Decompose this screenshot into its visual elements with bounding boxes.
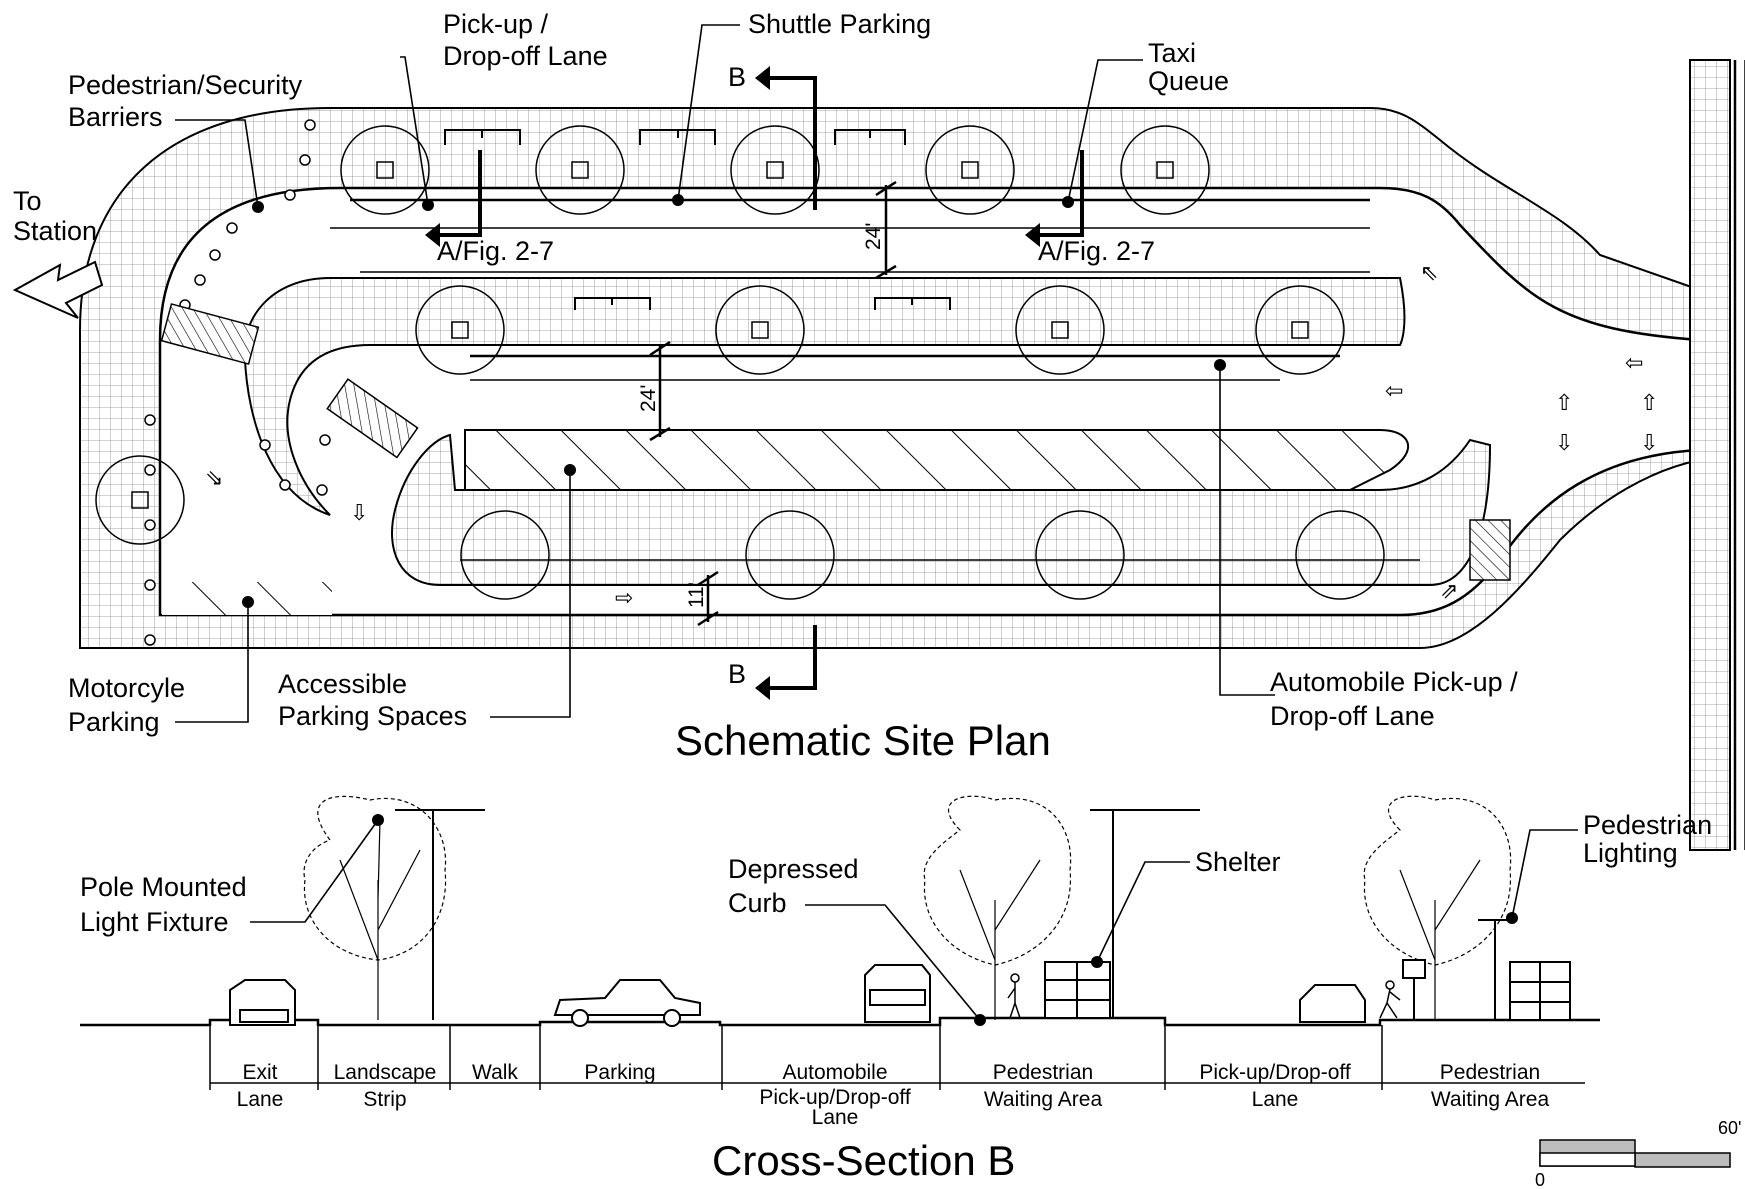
dimension-24-lower: 24' — [637, 385, 660, 412]
callout-automobile-lane: Automobile Pick-up / Drop-off Lane — [1270, 667, 1518, 731]
section-dividers — [209, 1025, 1585, 1090]
pedestrian-figures — [1007, 973, 1401, 1019]
svg-text:Depressed: Depressed — [728, 854, 859, 884]
svg-text:⇩: ⇩ — [350, 500, 368, 525]
svg-text:To: To — [13, 186, 42, 216]
to-station-arrow — [12, 260, 104, 319]
svg-text:⇗: ⇗ — [1440, 578, 1458, 603]
svg-text:Pick-up /: Pick-up / — [443, 9, 549, 39]
svg-text:Automobile Pick-up /: Automobile Pick-up / — [1270, 667, 1518, 697]
cross-street — [1689, 59, 1731, 851]
svg-text:⇩: ⇩ — [1555, 430, 1573, 455]
svg-text:Parking Spaces: Parking Spaces — [278, 701, 467, 731]
callout-to-station: To Station — [13, 186, 97, 246]
svg-text:Lighting: Lighting — [1583, 838, 1678, 868]
scale-end: 60' — [1718, 1118, 1741, 1138]
shelters — [444, 129, 951, 310]
dimension-lines — [649, 180, 897, 627]
section-b-label-bottom: B — [728, 659, 746, 689]
svg-text:Queue: Queue — [1148, 66, 1229, 96]
shelters-elevation — [1044, 959, 1571, 1021]
scale-start: 0 — [1535, 1170, 1545, 1189]
callout-shelter: Shelter — [1195, 847, 1281, 877]
light-poles — [395, 809, 1510, 1020]
section-b-label-top: B — [728, 62, 746, 92]
callout-taxi-queue: Taxi Queue — [1148, 38, 1229, 96]
callout-pedestrian-lighting: Pedestrian Lighting — [1583, 810, 1712, 868]
cross-section: Pole Mounted Light Fixture Depressed Cur… — [80, 795, 1712, 1184]
svg-text:Barriers: Barriers — [68, 102, 163, 132]
svg-text:Landscape: Landscape — [334, 1061, 437, 1084]
svg-text:Pole Mounted: Pole Mounted — [80, 872, 247, 902]
svg-text:Accessible: Accessible — [278, 669, 407, 699]
section-b-cut-line — [755, 66, 817, 700]
crosswalks — [160, 303, 1511, 581]
svg-text:Strip: Strip — [363, 1088, 406, 1111]
cross-section-title: Cross-Section B — [712, 1137, 1015, 1184]
callout-depressed-curb: Depressed Curb — [728, 854, 859, 918]
svg-text:Lane: Lane — [1252, 1088, 1299, 1111]
svg-text:Lane: Lane — [237, 1088, 284, 1111]
section-leaders — [250, 814, 1578, 1026]
svg-text:Pedestrian: Pedestrian — [1583, 810, 1712, 840]
dimension-24-upper: 24' — [862, 223, 885, 250]
segment-labels: Exit Lane Landscape Strip Walk Parking A… — [237, 1061, 1550, 1129]
svg-text:Pedestrian: Pedestrian — [993, 1061, 1093, 1084]
svg-text:Station: Station — [13, 216, 97, 246]
vehicles — [229, 964, 1366, 1027]
site-plan-title: Schematic Site Plan — [675, 717, 1051, 764]
svg-text:Exit: Exit — [242, 1061, 277, 1084]
svg-text:Pedestrian: Pedestrian — [1440, 1061, 1540, 1084]
svg-text:Light Fixture: Light Fixture — [80, 907, 229, 937]
svg-text:Walk: Walk — [472, 1061, 518, 1084]
svg-text:Pedestrian/Security: Pedestrian/Security — [68, 70, 303, 100]
svg-text:Parking: Parking — [584, 1061, 655, 1084]
svg-text:⇨: ⇨ — [615, 585, 633, 610]
trees — [95, 125, 1385, 600]
svg-text:Motorcyle: Motorcyle — [68, 673, 185, 703]
svg-text:Curb: Curb — [728, 888, 787, 918]
callout-shuttle-parking: Shuttle Parking — [748, 9, 931, 39]
callout-pedestrian-barriers: Pedestrian/Security Barriers — [68, 70, 303, 132]
svg-text:⇧: ⇧ — [1555, 390, 1573, 415]
site-plan: ⇖ ⇦ ⇦ ⇧ ⇧ ⇩ ⇩ ⇘ ⇩ ⇨ ⇗ — [12, 9, 1745, 851]
svg-text:Lane: Lane — [812, 1106, 859, 1129]
callout-pole-light: Pole Mounted Light Fixture — [80, 872, 247, 937]
accessible-parking-area — [464, 429, 1410, 491]
svg-text:Automobile: Automobile — [782, 1061, 887, 1084]
svg-text:Waiting Area: Waiting Area — [1431, 1088, 1550, 1111]
svg-text:Taxi: Taxi — [1148, 38, 1196, 68]
svg-text:Drop-off Lane: Drop-off Lane — [443, 41, 608, 71]
fig-a-label-right: A/Fig. 2-7 — [1038, 236, 1155, 266]
trees-elevation — [303, 795, 1512, 1020]
section-a-cut-lines — [425, 150, 1084, 247]
site-leaders — [175, 24, 1275, 723]
svg-text:⇖: ⇖ — [1420, 260, 1438, 285]
svg-text:Waiting Area: Waiting Area — [984, 1088, 1103, 1111]
callout-motorcycle-parking: Motorcyle Parking — [68, 673, 185, 737]
svg-text:Drop-off Lane: Drop-off Lane — [1270, 701, 1435, 731]
callout-pickup-lane: Pick-up / Drop-off Lane — [443, 9, 608, 71]
svg-text:Pick-up/Drop-off: Pick-up/Drop-off — [1199, 1061, 1351, 1084]
callout-accessible-parking: Accessible Parking Spaces — [278, 669, 467, 731]
bottom-island — [391, 433, 1492, 586]
svg-text:Parking: Parking — [68, 707, 160, 737]
svg-text:⇦: ⇦ — [1385, 378, 1403, 403]
svg-text:Pick-up/Drop-off: Pick-up/Drop-off — [759, 1086, 911, 1109]
svg-text:⇧: ⇧ — [1640, 390, 1658, 415]
fig-a-label-left: A/Fig. 2-7 — [437, 236, 554, 266]
direction-arrows: ⇖ ⇦ ⇦ ⇧ ⇧ ⇩ ⇩ ⇘ ⇩ ⇨ ⇗ — [205, 260, 1658, 610]
svg-text:⇩: ⇩ — [1640, 430, 1658, 455]
svg-text:⇦: ⇦ — [1625, 350, 1643, 375]
svg-text:⇘: ⇘ — [205, 465, 223, 490]
scale-bar: 0 60' — [1535, 1118, 1741, 1189]
dimension-11: 11' — [685, 582, 708, 608]
